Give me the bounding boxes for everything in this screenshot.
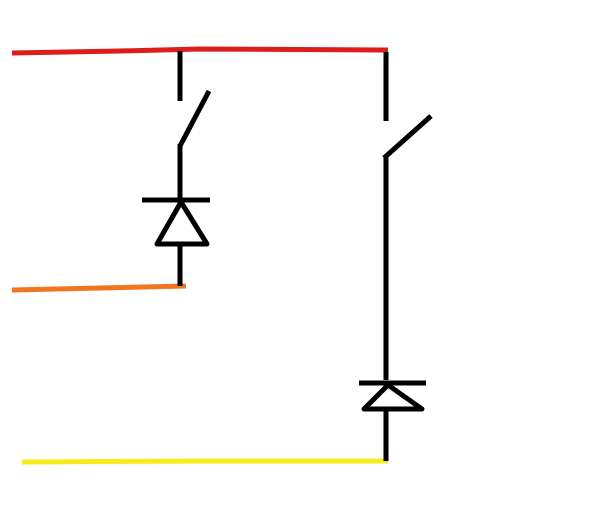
right-switch-blade bbox=[382, 114, 433, 160]
left-diode-triangle bbox=[154, 199, 210, 247]
left-switch-blade bbox=[177, 89, 212, 148]
left-branch bbox=[142, 51, 212, 286]
right-branch bbox=[359, 52, 433, 461]
top-rail-wire bbox=[11, 46, 389, 56]
middle-rail-wire bbox=[11, 283, 187, 293]
bottom-rail-wire bbox=[21, 458, 388, 465]
right-diode-triangle bbox=[361, 382, 425, 412]
